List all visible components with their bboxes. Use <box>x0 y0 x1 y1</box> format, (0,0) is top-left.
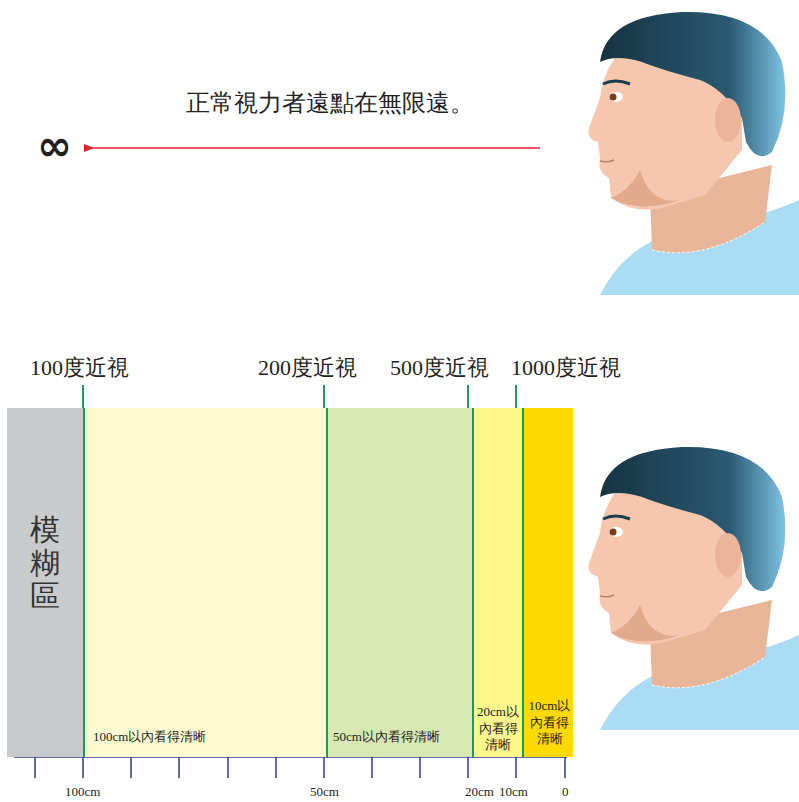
heading-label: 200度近視 <box>258 356 357 380</box>
axis-label: 50cm <box>310 785 339 799</box>
band-label: 20cm以內看得清晰 <box>476 704 520 753</box>
heading-label: 500度近視 <box>390 356 489 380</box>
distance-band: 10cm以內看得清晰 <box>522 408 573 757</box>
band-label: 100cm以內看得清晰 <box>93 729 313 745</box>
distance-band: 20cm以內看得清晰10cm以內看得清晰 <box>472 408 571 757</box>
distance-band: 100cm以內看得清晰 50cm以內看得清晰20cm以內看得清晰10cm以內看得清… <box>83 408 567 757</box>
heading-label: 100度近視 <box>30 356 129 380</box>
distance-band: 模糊區 <box>7 408 83 757</box>
axis-label: 10cm <box>499 785 528 799</box>
band-label: 10cm以內看得清晰 <box>526 698 573 747</box>
band-label: 模糊區 <box>30 513 60 612</box>
heading-label: 1000度近視 <box>511 356 621 380</box>
distance-band: 50cm以內看得清晰20cm以內看得清晰10cm以內看得清晰 <box>326 408 569 757</box>
axis-label: 0 <box>562 785 569 799</box>
infinity-symbol: ∞ <box>37 123 72 169</box>
band-label: 50cm以內看得清晰 <box>333 729 471 745</box>
heading-label: 正常視力者遠點在無限遠。 <box>186 90 474 116</box>
axis-label: 20cm <box>465 785 494 799</box>
axis-label: 100cm <box>65 785 100 799</box>
